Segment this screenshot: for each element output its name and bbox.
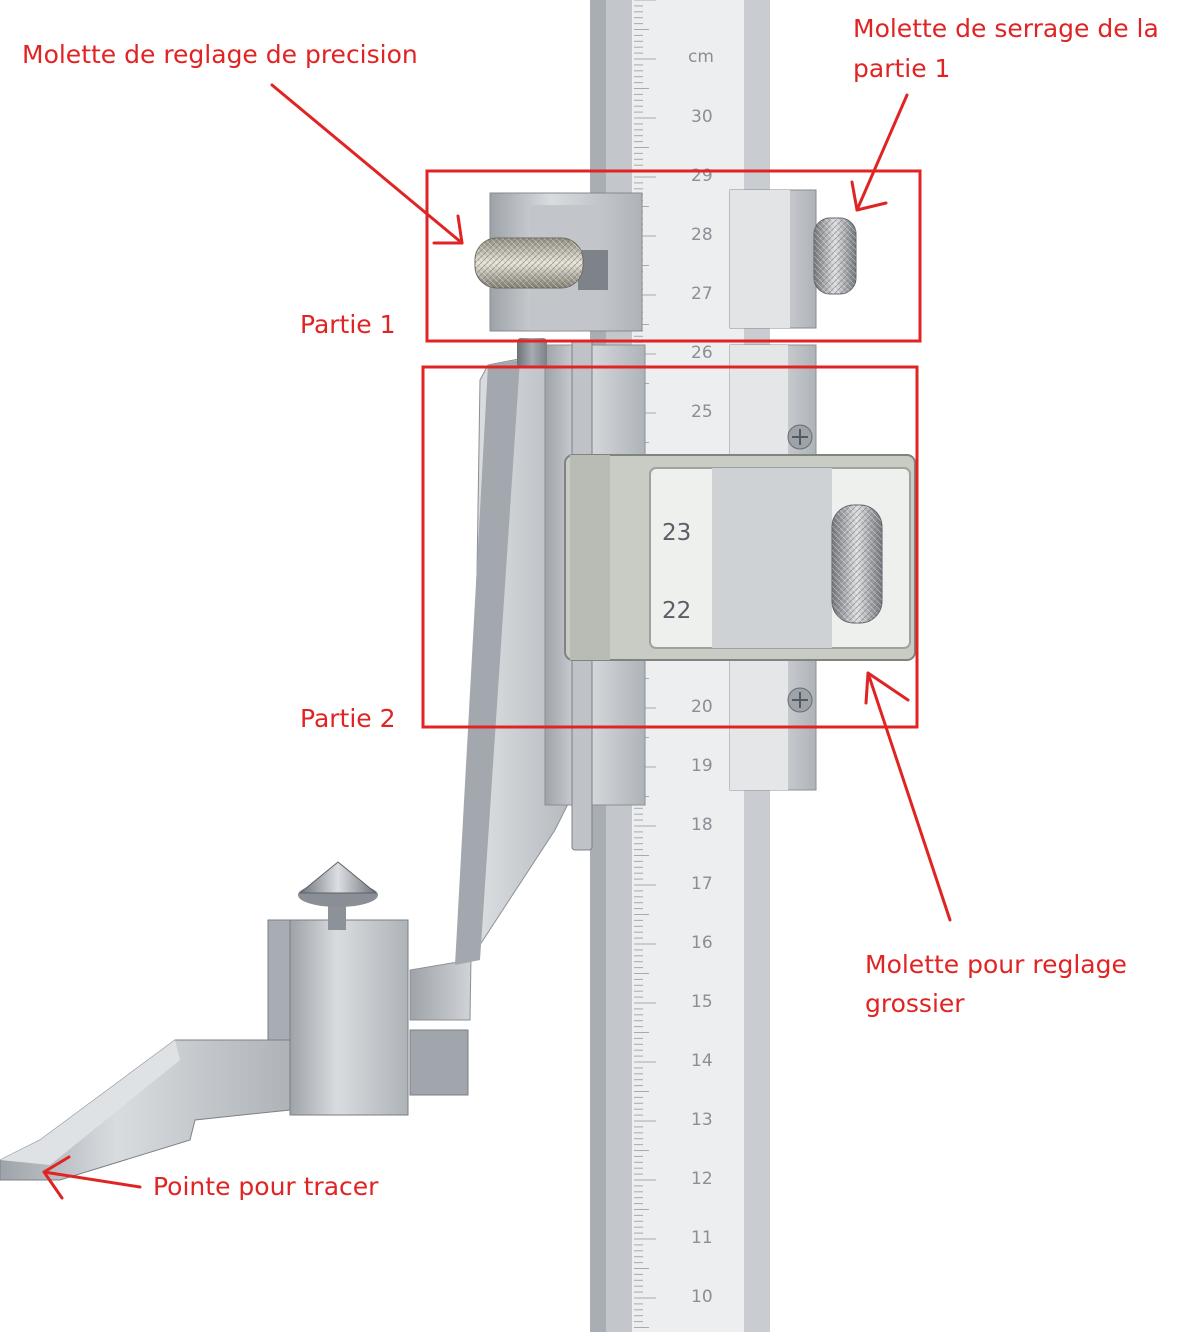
label-part1: Partie 1	[300, 310, 396, 339]
part1-box	[425, 169, 922, 343]
arrow-fine-wheel	[270, 83, 464, 245]
scriber-holder	[0, 861, 469, 1181]
holder-clamp-screw-icon	[298, 861, 378, 907]
scale-number: 11	[691, 1228, 713, 1248]
scale-number: 16	[691, 933, 713, 953]
label-part2: Partie 2	[300, 704, 396, 733]
label-clamp-wheel-line1: Molette de serrage de la	[853, 14, 1159, 43]
scale-number: 13	[691, 1110, 713, 1130]
scale-number: 27	[691, 284, 713, 304]
label-coarse-wheel-line1: Molette pour reglage	[865, 950, 1127, 979]
vernier-number: 23	[662, 520, 691, 546]
scale-number: 26	[691, 343, 713, 363]
scale-number: 12	[691, 1169, 713, 1189]
vernier-number: 22	[662, 598, 691, 624]
scale-number: 14	[691, 1051, 713, 1071]
scale-unit: cm	[688, 47, 714, 67]
scale-number: 17	[691, 874, 713, 894]
scale-number: 20	[691, 697, 713, 717]
label-tip: Pointe pour tracer	[153, 1172, 379, 1201]
coarse-adjust-knob-icon	[831, 504, 883, 624]
scale-number: 10	[691, 1287, 713, 1307]
fine-adjust-wheel-icon	[474, 237, 584, 289]
part2-box	[421, 365, 919, 729]
label-clamp-wheel-line2: partie 1	[853, 54, 951, 83]
arrow-clamp-wheel	[850, 93, 909, 212]
arrow-tip	[42, 1155, 142, 1200]
scale-number: 29	[691, 166, 713, 186]
fine-adjust-block	[474, 189, 857, 332]
label-coarse-wheel-line2: grossier	[865, 989, 965, 1018]
arrow-coarse-wheel	[864, 671, 952, 922]
label-fine-wheel: Molette de reglage de precision	[22, 40, 418, 69]
scale-number: 19	[691, 756, 713, 776]
scale-numbers: 3029282726252423222120191817161514131211…	[691, 107, 713, 1307]
scale-number: 25	[691, 402, 713, 422]
vernier-window: 23 22	[564, 454, 916, 661]
scale-number: 30	[691, 107, 713, 127]
scale-number: 18	[691, 815, 713, 835]
scale-number: 28	[691, 225, 713, 245]
scale-number: 15	[691, 992, 713, 1012]
clamp-knob-icon	[813, 217, 857, 295]
